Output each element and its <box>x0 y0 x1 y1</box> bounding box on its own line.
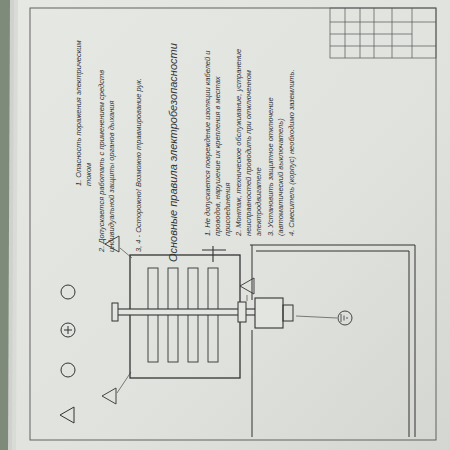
title-block-line <box>345 8 346 58</box>
title-block <box>330 8 436 58</box>
title-block-line <box>330 34 412 35</box>
paper <box>16 0 450 450</box>
sheet-title: Основные правила электробезопасности <box>166 40 180 262</box>
title-block-line <box>360 8 361 58</box>
warning-triangle <box>102 388 116 404</box>
mixer-drawing <box>102 236 415 437</box>
title-block-line <box>330 22 436 23</box>
safety-rule: 1. Не допускается повреждение изоляции к… <box>203 40 232 236</box>
mandatory-sign <box>61 323 75 337</box>
warning-sign <box>60 407 74 423</box>
motor-end <box>283 305 293 321</box>
motor-mount <box>252 245 253 300</box>
warning-triangle <box>240 278 254 294</box>
shaft-cap <box>112 303 118 321</box>
title-block-line <box>392 8 393 58</box>
motor <box>255 298 283 328</box>
leader-line <box>247 295 248 301</box>
paper-under <box>8 0 450 450</box>
mandatory-sign <box>61 363 75 377</box>
ground-symbol <box>341 314 347 322</box>
title-block-frame <box>330 8 436 58</box>
ground-symbol <box>338 311 352 325</box>
person-icon <box>64 326 72 334</box>
title-block-line <box>330 46 436 47</box>
leader-line <box>296 316 337 318</box>
handle <box>202 246 226 262</box>
hazard-note: 2. Допускается работать с применением ср… <box>97 34 117 252</box>
safety-rule: 4. Смеситель (корпус) необходимо заземли… <box>287 40 297 236</box>
safety-rule: 3. Установить защитное отключение (автом… <box>266 40 286 236</box>
safety-signs <box>60 285 75 423</box>
sheet-frame <box>30 8 436 440</box>
title-block-line <box>374 8 375 58</box>
paper-under <box>12 0 450 450</box>
support-frame <box>250 245 415 437</box>
mandatory-sign <box>61 285 75 299</box>
title-block-line <box>412 8 413 58</box>
leader-line <box>117 372 131 393</box>
mixing-tank <box>130 255 240 378</box>
motor-mount <box>252 330 253 437</box>
leader-line <box>120 248 132 258</box>
safety-rule: 2. Монтаж, техническое обслуживание, уст… <box>234 40 263 236</box>
flange <box>238 302 246 322</box>
hazard-note: 1. Опасность поражения электрическим ток… <box>74 34 94 186</box>
hazard-note: 3, 4 - Осторожно! Возможно травмирование… <box>134 34 144 252</box>
